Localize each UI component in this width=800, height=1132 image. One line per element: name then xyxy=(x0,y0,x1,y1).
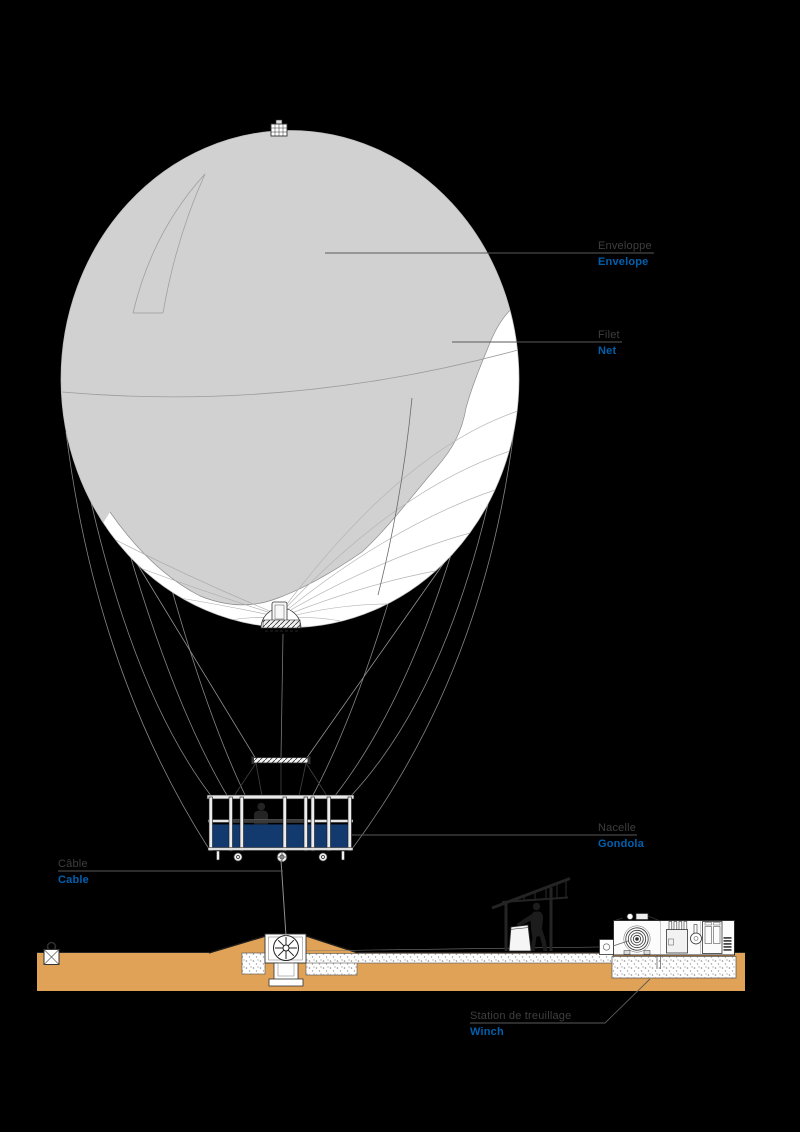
top-valve xyxy=(270,119,288,137)
winch-foundation xyxy=(611,956,737,979)
gondola-wheels xyxy=(216,850,345,863)
tether-cable xyxy=(280,859,287,937)
label-cable-en: Cable xyxy=(58,874,89,886)
gore-panel xyxy=(132,173,206,314)
operator-person xyxy=(517,902,548,951)
gondola-posts xyxy=(208,796,352,852)
winch-drum xyxy=(623,925,651,955)
label-gondola-fr: Nacelle xyxy=(598,822,637,834)
label-net: Filet Net xyxy=(598,329,620,358)
winch-station xyxy=(599,913,737,979)
balloon xyxy=(60,119,520,632)
label-gondola: Nacelle Gondola xyxy=(598,822,644,851)
suspension-lines xyxy=(65,429,515,850)
label-envelope-fr: Enveloppe xyxy=(598,240,652,252)
equator-seam xyxy=(61,349,519,398)
leader-lines xyxy=(58,252,654,1024)
label-envelope-en: Envelope xyxy=(598,256,649,268)
balloon-envelope xyxy=(61,130,519,628)
gondola-person xyxy=(254,802,268,827)
label-net-en: Net xyxy=(598,345,617,357)
label-net-fr: Filet xyxy=(598,329,620,341)
label-winch: Station de treuillage Winch xyxy=(470,1010,571,1039)
cable-fairlead xyxy=(599,939,614,955)
label-cable: Câble Cable xyxy=(58,858,89,887)
spreader-bar xyxy=(233,756,328,797)
label-envelope: Enveloppe Envelope xyxy=(598,240,652,269)
cable-conduit xyxy=(305,953,614,964)
ground-anchor xyxy=(43,941,60,965)
vent-louvers xyxy=(723,937,732,951)
label-gondola-en: Gondola xyxy=(598,838,645,850)
label-cable-fr: Câble xyxy=(58,858,88,870)
sheave-wheel xyxy=(273,935,299,961)
label-winch-fr: Station de treuillage xyxy=(470,1010,572,1022)
operator-shelter xyxy=(491,877,571,952)
winch-machine xyxy=(599,913,735,956)
bottom-blower xyxy=(260,601,302,632)
gondola xyxy=(206,794,355,863)
control-console xyxy=(508,924,532,952)
pulley-pit xyxy=(208,933,614,987)
leader-winch xyxy=(470,978,651,1024)
label-winch-en: Winch xyxy=(470,1026,504,1038)
